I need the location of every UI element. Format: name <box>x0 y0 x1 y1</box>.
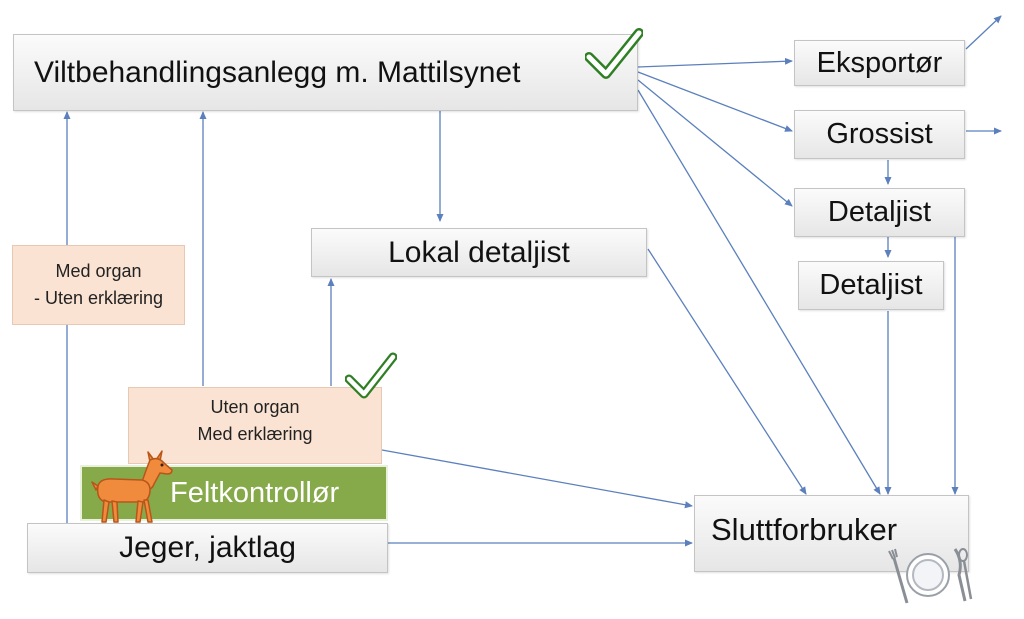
note-with-organ-line1: Med organ <box>55 261 142 281</box>
node-processing-plant: Viltbehandlingsanlegg m. Mattilsynet <box>13 34 638 111</box>
deer-icon <box>91 450 173 523</box>
note-with-organ-line2: - Uten erklæring <box>33 288 164 308</box>
plate-cutlery-icon <box>888 548 973 604</box>
note-without-organ: Uten organ Med erklæring <box>128 387 382 464</box>
arrow-plant-to-wholesaler <box>637 71 793 132</box>
arrow-plant-to-retailer <box>637 79 793 207</box>
node-processing-plant-label: Viltbehandlingsanlegg m. Mattilsynet <box>34 55 521 89</box>
node-exporter-label: Eksportør <box>816 46 943 79</box>
node-wholesaler: Grossist <box>794 110 965 159</box>
note-without-organ-line1: Uten organ <box>210 396 300 417</box>
node-local-retailer: Lokal detaljist <box>311 228 647 277</box>
arrow-plant-to-consumer <box>637 89 881 495</box>
node-retailer-2-label: Detaljist <box>819 269 923 301</box>
node-end-consumer-label: Sluttforbruker <box>711 512 898 547</box>
node-retailer-1: Detaljist <box>794 188 965 237</box>
arrow-local-to-consumer <box>647 248 807 495</box>
node-hunter: Jeger, jaktlag <box>27 523 388 573</box>
checkmark-icon <box>345 352 397 399</box>
node-retailer-2: Detaljist <box>798 261 944 310</box>
node-wholesaler-label: Grossist <box>826 118 933 150</box>
node-retailer-1-label: Detaljist <box>827 196 932 228</box>
note-with-organ: Med organ - Uten erklæring <box>12 245 185 325</box>
note-without-organ-line2: Med erklæring <box>197 423 313 444</box>
checkmark-icon <box>585 28 643 79</box>
arrow-plant-to-exporter <box>637 57 793 68</box>
arrow-exporter-out <box>965 15 1002 50</box>
node-exporter: Eksportør <box>794 40 965 86</box>
node-hunter-label: Jeger, jaktlag <box>119 531 296 564</box>
arrow-note-to-consumer <box>381 449 693 509</box>
field-controller-label: Feltkontrollør <box>170 476 340 509</box>
node-local-retailer-label: Lokal detaljist <box>388 235 570 269</box>
